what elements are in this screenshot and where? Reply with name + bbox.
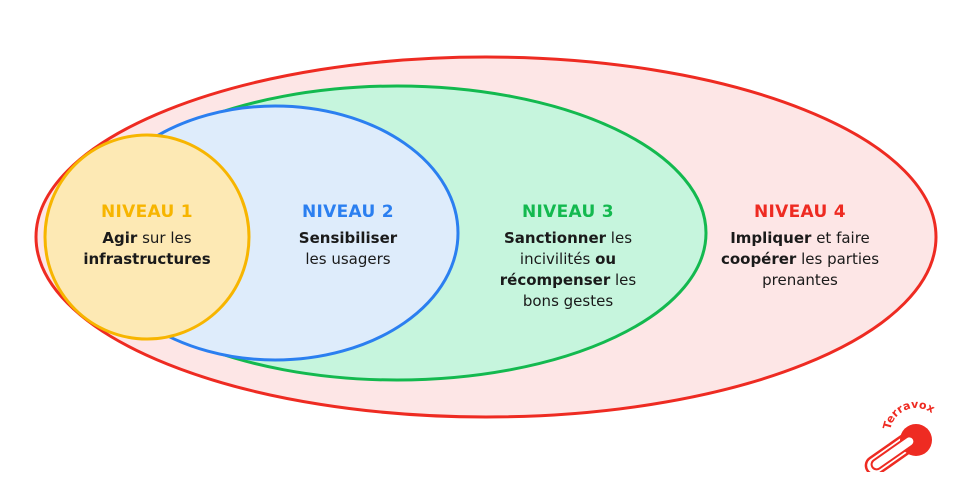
level-4-desc-part: et faire xyxy=(811,229,870,247)
level-4-desc-part: les parties prenantes xyxy=(762,250,880,289)
terravox-logo-icon xyxy=(864,424,932,472)
level-3-desc-part: ou récompenser xyxy=(499,250,617,289)
level-2-label: NIVEAU 2 Sensibiliser les usagers xyxy=(263,202,433,270)
level-4-description: Impliquer et faire coopérer les parties … xyxy=(714,228,886,291)
logo-pill xyxy=(864,430,922,472)
level-4-desc-part: Impliquer xyxy=(730,229,812,247)
level-1-desc-part: infrastructures xyxy=(83,250,211,268)
level-1-desc-part: sur les xyxy=(137,229,192,247)
level-1-desc-part: Agir xyxy=(102,229,138,247)
level-1-description: Agir sur les infrastructures xyxy=(77,228,217,270)
terravox-logo: Terravox xyxy=(864,400,937,472)
level-3-label: NIVEAU 3 Sanctionner les incivilités ou … xyxy=(478,202,658,312)
level-3-desc-part: les incivilités xyxy=(519,229,633,268)
level-3-description: Sanctionner les incivilités ou récompens… xyxy=(482,228,654,312)
level-4-desc-part: coopérer xyxy=(720,250,797,268)
level-3-desc-part: Sanctionner xyxy=(503,229,607,247)
level-4-label: NIVEAU 4 Impliquer et faire coopérer les… xyxy=(710,202,890,291)
level-1-circle xyxy=(43,133,251,341)
level-1-label: NIVEAU 1 Agir sur les infrastructures xyxy=(62,202,232,270)
level-3-title: NIVEAU 3 xyxy=(522,202,614,222)
level-2-desc-part: les usagers xyxy=(305,250,391,268)
level-2-description: Sensibiliser les usagers xyxy=(288,228,408,270)
level-3-desc-part: les bons gestes xyxy=(522,271,637,310)
level-1-title: NIVEAU 1 xyxy=(101,202,193,222)
level-2-title: NIVEAU 2 xyxy=(302,202,394,222)
level-2-desc-part: Sensibiliser xyxy=(298,229,398,247)
level-4-title: NIVEAU 4 xyxy=(754,202,846,222)
